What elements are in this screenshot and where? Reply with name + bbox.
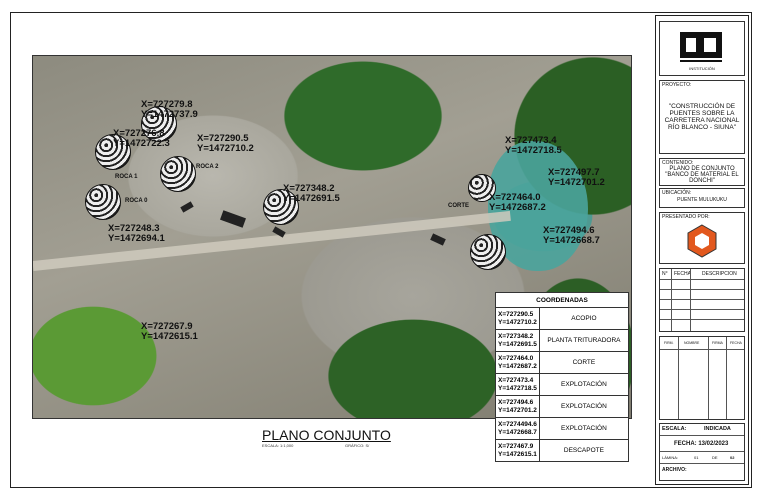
rev-desc-header: DESCRIPCION <box>702 271 737 277</box>
company-logo-icon <box>687 224 717 258</box>
presentado-label: PRESENTADO POR: <box>662 214 710 220</box>
location-box: UBICACIÓN: PUENTE MULUKUKU <box>659 188 745 208</box>
fecha-header: FECHA <box>730 341 742 345</box>
revisions-box: N° FECHA DESCRIPCION <box>659 268 745 332</box>
rock-pile <box>468 174 496 202</box>
grid-line <box>660 279 744 280</box>
grid-line <box>660 309 744 310</box>
title-block: INSTITUCIÓN PROYECTO: "CONSTRUCCIÓN DE P… <box>655 15 749 485</box>
grid-line <box>660 319 744 320</box>
archivo-label: ARCHIVO: <box>662 467 687 473</box>
rev-number-header: N° <box>662 271 668 277</box>
corte-label: CORTE <box>448 203 469 209</box>
content-name: PLANO DE CONJUNTO "BANCO DE MATERIAL EL … <box>665 166 739 184</box>
grid-line <box>660 435 744 436</box>
grid-line <box>708 337 709 419</box>
grid-line <box>660 299 744 300</box>
grid-line <box>671 269 672 331</box>
grid-line <box>660 463 744 464</box>
proyecto-label: PROYECTO: <box>662 82 692 88</box>
rev-date-header: FECHA <box>674 271 691 277</box>
firma-header: FIRMA <box>712 341 723 345</box>
rock-label: ROCA 1 <box>115 174 138 180</box>
rock-label: ROCA 2 <box>196 164 219 170</box>
rock-pile <box>160 156 196 192</box>
rock-label: ROCA 0 <box>125 198 148 204</box>
fecha-value: FECHA: 13/02/2023 <box>674 441 729 447</box>
grid-line <box>690 269 691 331</box>
project-name: "CONSTRUCCIÓN DE PUENTES SOBRE LA CARRET… <box>664 103 740 131</box>
rock-pile <box>95 134 131 170</box>
signatures-box: FIRM. NOMBRE FIRMA FECHA <box>659 336 745 420</box>
logo-box: INSTITUCIÓN <box>659 21 745 76</box>
rock-pile <box>263 189 299 225</box>
rock-pile <box>141 106 177 142</box>
content-box: CONTENIDO: PLANO DE CONJUNTO "BANCO DE M… <box>659 158 745 186</box>
escala-value: INDICADA <box>704 426 731 432</box>
info-box: ESCALA: INDICADA FECHA: 13/02/2023 LÁMIN… <box>659 423 745 481</box>
grid-line <box>726 337 727 419</box>
total-sheets: 02 <box>730 455 735 460</box>
lamina-label: LÁMINA: <box>662 455 679 460</box>
machine <box>220 210 246 228</box>
location-name: PUENTE MULUKUKU <box>677 197 727 203</box>
rock-pile <box>85 184 121 220</box>
firm-header: FIRM. <box>664 341 674 345</box>
institution-logo-icon: INSTITUCIÓN <box>680 32 722 71</box>
grid-line <box>660 451 744 452</box>
machine <box>430 233 446 246</box>
grid-line <box>678 337 679 419</box>
grid-line <box>660 349 744 350</box>
escala-label: ESCALA: <box>662 426 687 432</box>
table-header: COORDENADAS <box>495 292 629 308</box>
lamina-value: 01 <box>694 455 699 460</box>
plan-title: PLANO CONJUNTO <box>262 427 391 443</box>
rock-pile <box>470 234 506 270</box>
de-label: DE <box>712 455 718 460</box>
machine <box>180 201 194 213</box>
presented-box: PRESENTADO POR: <box>659 212 745 264</box>
nombre-header: NOMBRE <box>684 341 700 345</box>
sheet-frame <box>10 12 752 488</box>
project-box: PROYECTO: "CONSTRUCCIÓN DE PUENTES SOBRE… <box>659 80 745 154</box>
plan-graph: GRÁFICO: S/ <box>345 443 370 448</box>
plan-scale: ESCALA: 1:1,000 <box>262 443 294 448</box>
logo-text: INSTITUCIÓN <box>689 66 715 71</box>
ubicacion-label: UBICACIÓN: <box>662 190 692 196</box>
grid-line <box>660 289 744 290</box>
contenido-label: CONTENIDO: <box>662 160 694 166</box>
